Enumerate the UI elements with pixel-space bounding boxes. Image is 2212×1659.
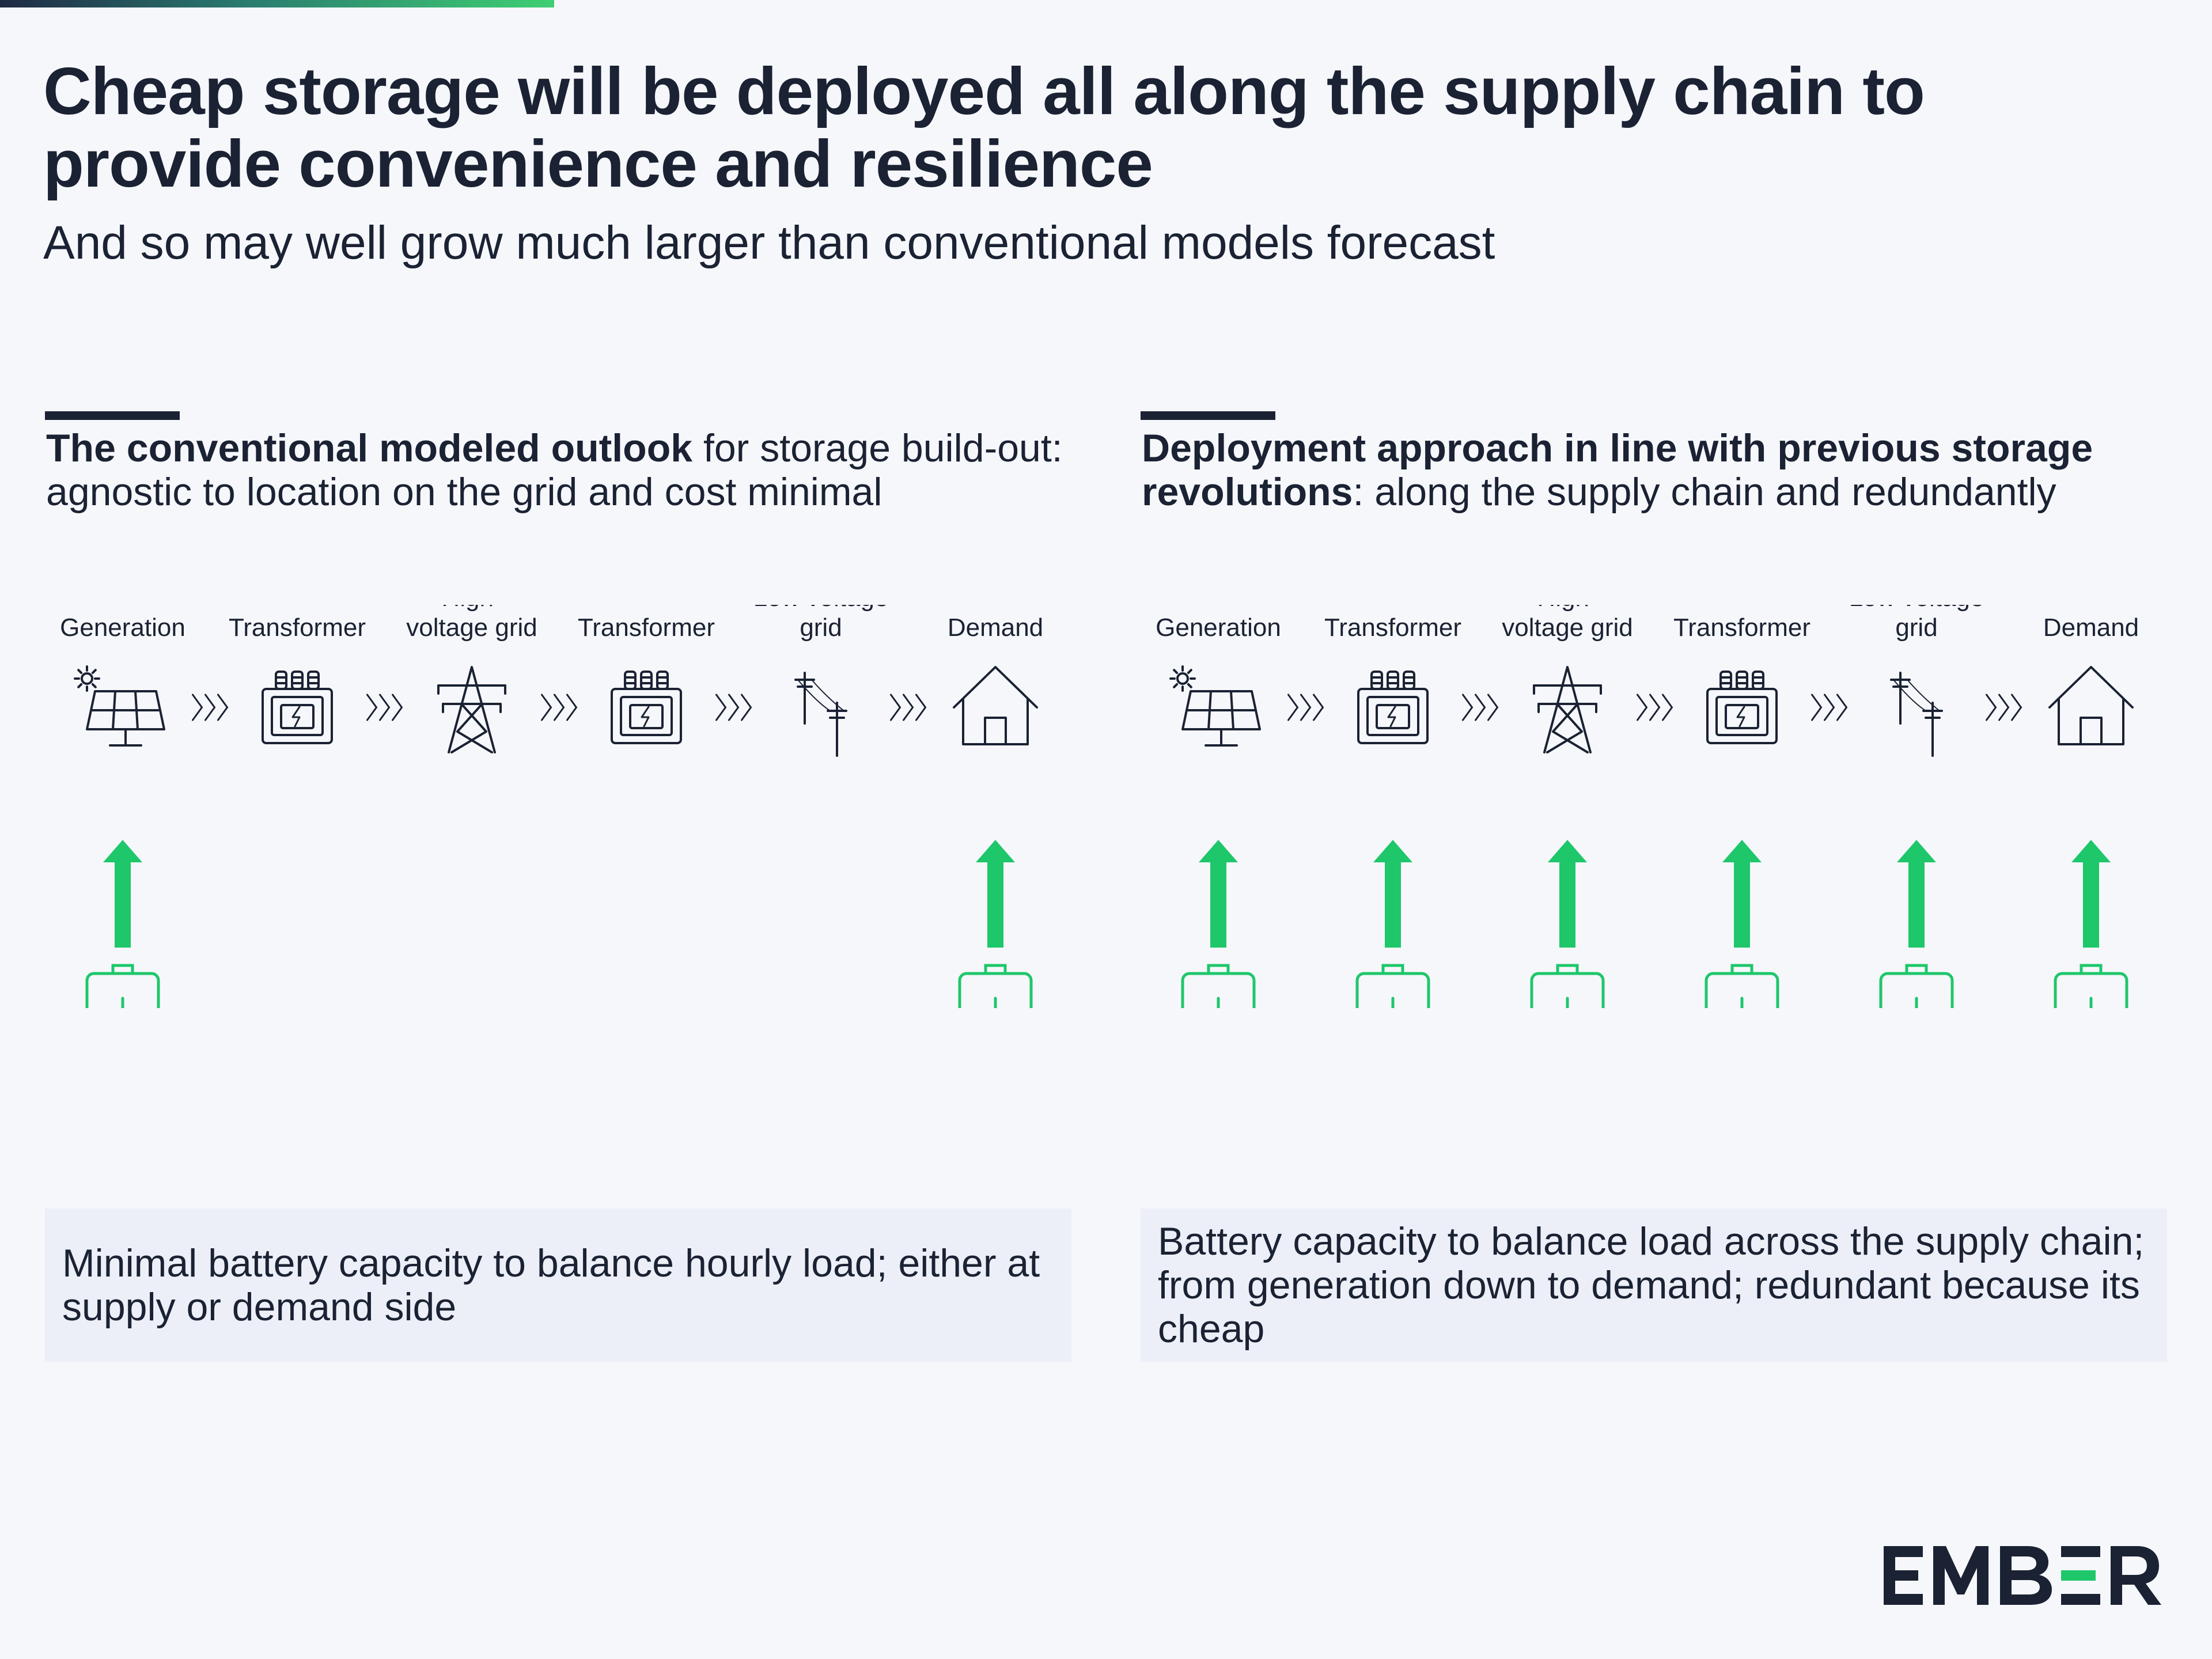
panel-heading-rest: : along the supply chain and redundantly: [1353, 470, 2056, 514]
panel-heading-rest: for storage build-out: agnostic to locat…: [46, 426, 1063, 514]
chevron-right-icon: [1287, 694, 1324, 721]
panel-note: Battery capacity to balance load across …: [1141, 1209, 2167, 1362]
battery-icon: [1879, 964, 1954, 1008]
panel-heading: Deployment approach in line with previou…: [1142, 426, 2179, 514]
battery-icon: [1355, 964, 1430, 1008]
stage-label: Generation: [60, 613, 185, 642]
house-icon: [953, 666, 1038, 745]
supply-chain-diagram: Generation Transformer High-voltage grid Tr…: [60, 605, 1043, 1008]
arrow-up-icon: [2071, 840, 2111, 948]
transformer-icon: [262, 671, 333, 744]
page-title: Cheap storage will be deployed all along…: [43, 54, 1925, 201]
transformer-icon: [1706, 671, 1778, 744]
solar-panel-icon: [74, 665, 165, 747]
stage-label: Demand: [2043, 613, 2139, 642]
chevron-right-icon: [1462, 694, 1499, 721]
battery-icon: [1705, 964, 1779, 1008]
arrow-up-icon: [976, 840, 1015, 948]
battery-icon: [1181, 964, 1256, 1008]
battery-icon: [85, 964, 160, 1008]
utility-pole-icon: [1890, 672, 1943, 757]
arrow-up-icon: [1897, 840, 1936, 948]
stage-label: Transformer: [229, 613, 366, 642]
panel-note-text: Battery capacity to balance load across …: [1158, 1219, 2145, 1351]
arrow-up-icon: [1548, 840, 1587, 948]
stage-label: High-: [1537, 605, 1597, 612]
page-subtitle: And so may well grow much larger than co…: [43, 217, 1495, 269]
chevron-right-icon: [1637, 694, 1673, 721]
stage-label: Transformer: [1324, 613, 1461, 642]
battery-icon: [958, 964, 1033, 1008]
arrow-up-icon: [1722, 840, 1762, 948]
chevron-right-icon: [715, 694, 752, 721]
stage-label: Transformer: [1673, 613, 1810, 642]
pylon-icon: [1533, 666, 1602, 753]
utility-pole-icon: [794, 672, 847, 757]
stage-label: Low voltage: [1849, 605, 1984, 612]
chevron-right-icon: [366, 694, 403, 721]
section-rule: [1141, 411, 1275, 420]
battery-icon: [2054, 964, 2128, 1008]
supply-chain-diagram: Generation Transformer High-voltage grid Tr…: [1156, 605, 2139, 1008]
panel-note: Minimal battery capacity to balance hour…: [45, 1209, 1071, 1362]
stage-label: grid: [1895, 613, 1937, 642]
arrow-up-icon: [1373, 840, 1412, 948]
storage-revolutions-panel: Deployment approach in line with previou…: [1141, 409, 2172, 1365]
panel-heading: The conventional modeled outlook for sto…: [46, 426, 1083, 514]
chevron-right-icon: [192, 694, 229, 721]
chevron-right-icon: [890, 694, 927, 721]
arrow-up-icon: [1199, 840, 1238, 948]
stage-label: Generation: [1156, 613, 1281, 642]
stage-label: Demand: [948, 613, 1043, 642]
stage-label: Low voltage: [753, 605, 889, 612]
conventional-outlook-panel: The conventional modeled outlook for sto…: [45, 409, 1076, 1365]
stage-label: grid: [800, 613, 842, 642]
transformer-icon: [611, 671, 682, 744]
panel-heading-bold: Deployment approach in line with previou…: [1142, 426, 2093, 514]
transformer-icon: [1357, 671, 1429, 744]
stage-label: voltage grid: [1502, 613, 1633, 642]
stage-label: High-: [441, 605, 502, 612]
section-rule: [45, 411, 180, 420]
ember-logo: [1884, 1546, 2161, 1605]
top-accent-bar: [0, 0, 554, 7]
stage-label: voltage grid: [406, 613, 537, 642]
house-icon: [2048, 666, 2134, 745]
pylon-icon: [437, 666, 506, 753]
stage-label: Transformer: [578, 613, 715, 642]
chevron-right-icon: [1811, 694, 1848, 721]
arrow-up-icon: [103, 840, 142, 948]
chevron-right-icon: [1986, 694, 2022, 721]
panel-heading-bold: The conventional modeled outlook: [46, 426, 693, 470]
battery-icon: [1530, 964, 1605, 1008]
panel-note-text: Minimal battery capacity to balance hour…: [62, 1241, 1040, 1329]
solar-panel-icon: [1169, 665, 1261, 747]
chevron-right-icon: [541, 694, 578, 721]
